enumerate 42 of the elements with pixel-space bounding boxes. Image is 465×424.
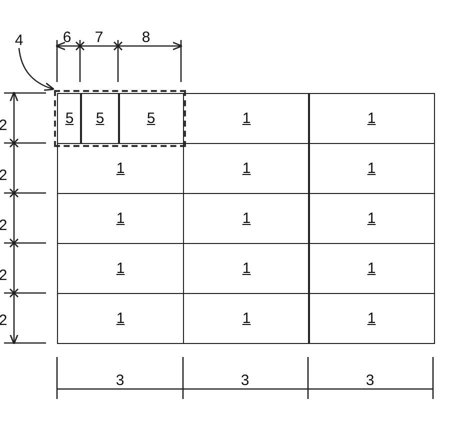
reference-numeral: 1 bbox=[242, 111, 251, 126]
dimension-value: 2 bbox=[0, 313, 8, 328]
dimension-value: 7 bbox=[94, 30, 104, 45]
dimension-value: 2 bbox=[0, 268, 8, 283]
dimension-value: 3 bbox=[240, 373, 250, 388]
reference-numeral: 1 bbox=[116, 261, 125, 276]
reference-numeral: 1 bbox=[367, 311, 376, 326]
grid-cell bbox=[308, 93, 435, 144]
grid-cell bbox=[308, 143, 435, 194]
reference-numeral: 5 bbox=[96, 111, 104, 126]
reference-numeral: 1 bbox=[367, 261, 376, 276]
leader-line bbox=[18, 48, 55, 91]
grid-cell bbox=[183, 93, 310, 144]
reference-numeral: 1 bbox=[242, 211, 251, 226]
grid-cell bbox=[118, 93, 184, 144]
dimension-value: 8 bbox=[140, 30, 152, 45]
grid-cell bbox=[308, 293, 435, 344]
reference-numeral: 1 bbox=[367, 111, 376, 126]
reference-numeral: 1 bbox=[367, 161, 376, 176]
callout-number: 4 bbox=[12, 32, 26, 48]
dimension-value: 3 bbox=[114, 373, 126, 388]
reference-numeral: 1 bbox=[242, 311, 251, 326]
grid-cell bbox=[80, 93, 120, 144]
reference-numeral: 1 bbox=[367, 211, 376, 226]
grid-cell bbox=[308, 193, 435, 244]
dimension-value: 2 bbox=[0, 168, 8, 183]
dashed-outline bbox=[54, 90, 186, 147]
dimension-value: 6 bbox=[62, 30, 72, 45]
reference-numeral: 1 bbox=[242, 161, 251, 176]
grid-cell bbox=[57, 293, 184, 344]
dimension-value: 3 bbox=[364, 373, 376, 388]
dimension-value: 2 bbox=[0, 118, 8, 133]
reference-numeral: 1 bbox=[242, 261, 251, 276]
dimension-value: 2 bbox=[0, 218, 8, 233]
reference-numeral: 1 bbox=[116, 161, 125, 176]
reference-numeral: 5 bbox=[65, 111, 74, 126]
grid-cell bbox=[183, 293, 310, 344]
grid-cell bbox=[57, 93, 82, 144]
grid-cell bbox=[308, 243, 435, 294]
reference-numeral: 1 bbox=[116, 311, 125, 326]
reference-numeral: 1 bbox=[116, 211, 125, 226]
reference-numeral: 5 bbox=[146, 111, 156, 126]
